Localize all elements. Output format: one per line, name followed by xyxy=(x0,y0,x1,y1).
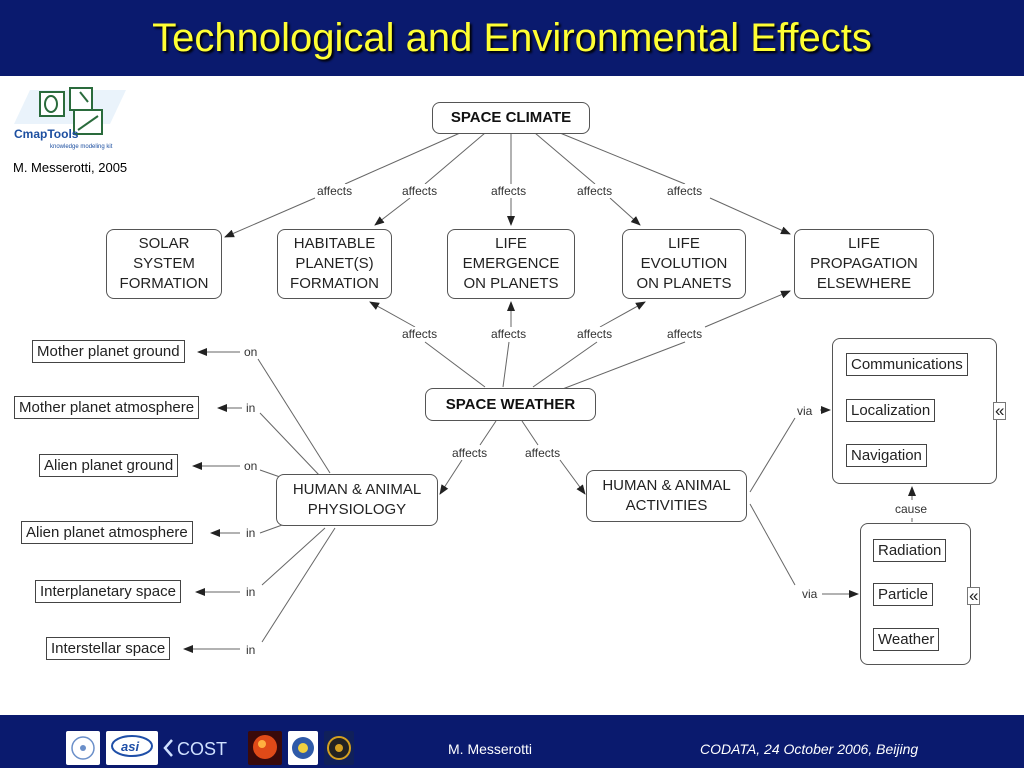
expand-technology-icon[interactable]: « xyxy=(993,401,1007,420)
organization-logo-1 xyxy=(66,731,100,765)
link-label-affects: affects xyxy=(452,446,488,460)
hazard-radiation[interactable]: Radiation xyxy=(873,539,947,562)
node-solar-system-formation[interactable]: SOLAR SYSTEM FORMATION xyxy=(106,229,222,299)
node-life-emergence[interactable]: LIFE EMERGENCE ON PLANETS xyxy=(447,229,575,299)
hazard-particle[interactable]: Particle xyxy=(873,583,934,606)
space-logo xyxy=(324,731,354,765)
cmaptools-logo-name: CmapTools xyxy=(14,127,79,141)
node-life-evolution[interactable]: LIFE EVOLUTION ON PLANETS xyxy=(622,229,746,299)
link-label-affects: affects xyxy=(667,327,703,341)
env-alien-planet-ground[interactable]: Alien planet ground xyxy=(39,454,179,477)
env-mother-planet-atmosphere[interactable]: Mother planet atmosphere xyxy=(14,396,200,419)
tech-localization[interactable]: Localization xyxy=(846,399,936,422)
hazard-weather[interactable]: Weather xyxy=(873,628,940,651)
cost-logo: COST xyxy=(162,731,242,765)
link-label-in: in xyxy=(246,401,256,415)
link-label-affects: affects xyxy=(491,327,527,341)
env-alien-planet-atmosphere[interactable]: Alien planet atmosphere xyxy=(21,521,193,544)
link-label-in: in xyxy=(246,526,256,540)
tech-navigation[interactable]: Navigation xyxy=(846,444,927,467)
env-interstellar-space[interactable]: Interstellar space xyxy=(46,637,171,660)
asi-logo-text: asi xyxy=(121,739,139,754)
link-label-in: in xyxy=(246,643,256,657)
footer-banner: asi COST M. Messerotti CODATA, 24 Octobe… xyxy=(0,715,1024,768)
link-label-affects: affects xyxy=(525,446,561,460)
link-label-affects: affects xyxy=(317,184,353,198)
link-label-affects: affects xyxy=(577,184,613,198)
footer-author: M. Messerotti xyxy=(448,741,533,757)
link-label-on: on xyxy=(244,459,258,473)
header-banner: Technological and Environmental Effects xyxy=(0,0,1024,76)
link-label-affects: affects xyxy=(577,327,613,341)
link-label-affects: affects xyxy=(402,327,438,341)
link-label-cause: cause xyxy=(895,502,928,516)
slide-title: Technological and Environmental Effects xyxy=(152,16,872,60)
tech-communications[interactable]: Communications xyxy=(846,353,968,376)
circle-logo xyxy=(288,731,318,765)
link-label-on: on xyxy=(244,345,258,359)
node-space-weather[interactable]: SPACE WEATHER xyxy=(425,388,596,421)
env-interplanetary-space[interactable]: Interplanetary space xyxy=(35,580,181,603)
expand-hazards-icon[interactable]: « xyxy=(967,586,981,605)
env-mother-planet-ground[interactable]: Mother planet ground xyxy=(32,340,185,363)
cmaptools-logo: CmapTools knowledge modeling kit xyxy=(14,87,126,150)
node-life-propagation[interactable]: LIFE PROPAGATION ELSEWHERE xyxy=(794,229,934,299)
link-label-via: via xyxy=(797,404,813,418)
node-habitable-planets-formation[interactable]: HABITABLE PLANET(S) FORMATION xyxy=(277,229,392,299)
link-label-affects: affects xyxy=(402,184,438,198)
link-label-affects: affects xyxy=(667,184,703,198)
link-label-via: via xyxy=(802,587,818,601)
asi-logo: asi xyxy=(106,731,158,765)
cost-logo-text: COST xyxy=(177,739,227,759)
node-space-climate[interactable]: SPACE CLIMATE xyxy=(432,102,590,134)
node-human-animal-activities[interactable]: HUMAN & ANIMAL ACTIVITIES xyxy=(586,470,747,522)
link-label-affects: affects xyxy=(491,184,527,198)
link-label-in: in xyxy=(246,585,256,599)
node-human-animal-physiology[interactable]: HUMAN & ANIMAL PHYSIOLOGY xyxy=(276,474,438,526)
author-credit: M. Messerotti, 2005 xyxy=(13,160,128,175)
solar-logo xyxy=(248,731,282,765)
footer-event: CODATA, 24 October 2006, Beijing xyxy=(700,741,919,757)
cmaptools-logo-tagline: knowledge modeling kit xyxy=(50,144,113,150)
